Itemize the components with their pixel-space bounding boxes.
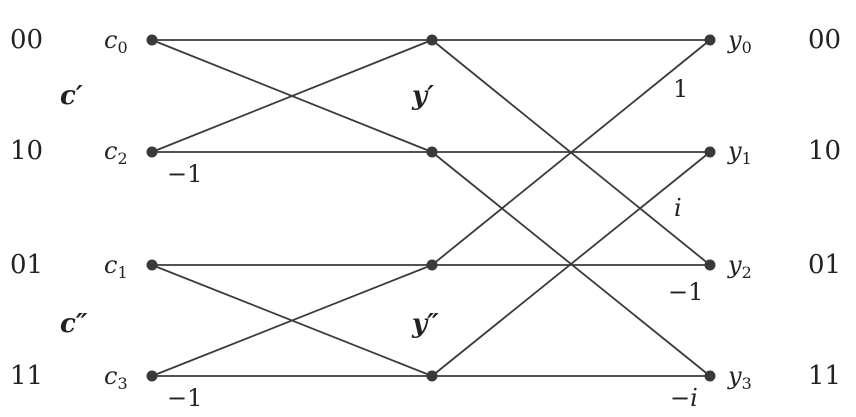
right-bits-1: 10	[808, 136, 841, 166]
left-bits-0: 00	[10, 25, 43, 55]
node-0-1	[146, 146, 158, 158]
left-bits-1: 10	[10, 136, 43, 166]
left-bits-3: 11	[10, 361, 43, 391]
edge-2	[151, 39, 433, 153]
weight-stage1-row3: −1	[167, 384, 202, 412]
weight-stage1-row1: −1	[167, 160, 202, 188]
nodes	[146, 34, 716, 382]
edges	[151, 39, 711, 377]
node-2-2	[704, 259, 716, 271]
right-bits-2: 01	[808, 250, 841, 280]
edge-14	[431, 151, 711, 377]
node-1-2	[426, 259, 438, 271]
group-label-c-double-prime: c″	[60, 309, 88, 339]
input-label-1: c2	[104, 137, 128, 168]
node-2-3	[704, 370, 716, 382]
group-label-y-prime: y′	[411, 81, 434, 111]
right-bits-0: 00	[808, 25, 841, 55]
input-label-0: c0	[104, 26, 128, 57]
node-0-3	[146, 370, 158, 382]
weight-stage2-to-y0: 1	[673, 75, 688, 103]
node-2-0	[704, 34, 716, 46]
output-label-3: y3	[727, 362, 752, 393]
left-bits-2: 01	[10, 250, 43, 280]
node-1-1	[426, 146, 438, 158]
node-1-0	[426, 34, 438, 46]
node-1-3	[426, 370, 438, 382]
output-label-0: y0	[727, 26, 752, 57]
input-label-2: c1	[104, 251, 128, 282]
edge-6	[151, 264, 433, 377]
output-label-2: y2	[727, 251, 752, 282]
input-label-3: c3	[104, 362, 128, 393]
weight-stage2-row3: −i	[670, 384, 698, 412]
edge-12	[431, 39, 711, 266]
node-2-1	[704, 146, 716, 158]
output-label-1: y1	[727, 137, 752, 168]
group-label-y-double-prime: y″	[411, 309, 439, 339]
node-0-0	[146, 34, 158, 46]
node-0-2	[146, 259, 158, 271]
right-bits-3: 11	[808, 361, 841, 391]
group-label-c-prime: c′	[60, 81, 83, 111]
weight-stage2-to-y1: i	[674, 194, 682, 222]
weight-stage2-row2: −1	[668, 278, 703, 306]
